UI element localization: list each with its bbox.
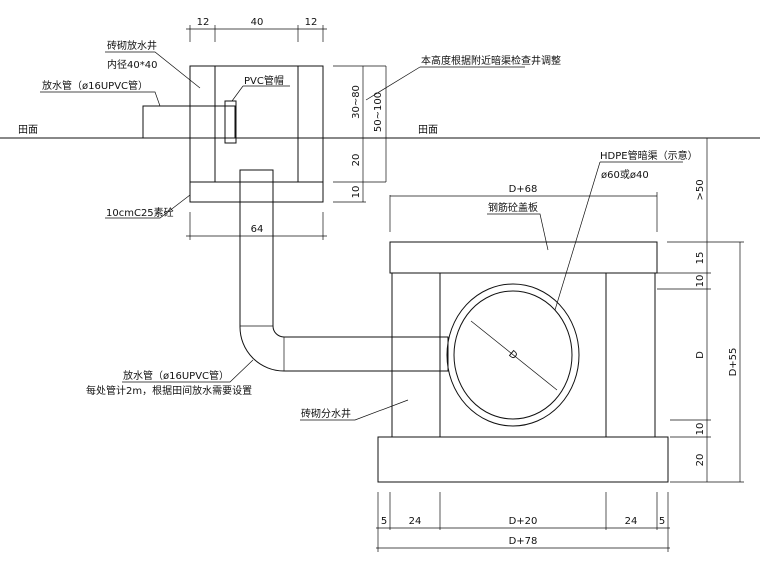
well-base bbox=[377, 436, 669, 483]
base-concrete-label: 10cmC25素砼 bbox=[106, 206, 174, 219]
top-dimensions bbox=[186, 25, 327, 42]
dim-50-100: 50~100 bbox=[373, 92, 384, 132]
right-dimensions bbox=[657, 138, 744, 483]
dim-gt50: >50 bbox=[695, 179, 706, 200]
field-label-right: 田面 bbox=[418, 125, 438, 136]
dim-64: 64 bbox=[251, 224, 264, 235]
cover-slab bbox=[389, 241, 658, 274]
dim-d78: D+78 bbox=[509, 536, 538, 547]
connecting-pipe bbox=[239, 169, 449, 372]
pipe-through-wall bbox=[391, 336, 449, 372]
hdpe-pipe: D bbox=[446, 283, 580, 427]
dim-64-line bbox=[186, 212, 327, 240]
bottom-dimensions bbox=[376, 492, 670, 552]
dim-10-bottom: 10 bbox=[695, 423, 706, 436]
small-drain-well bbox=[189, 65, 324, 203]
dim-5-right: 5 bbox=[659, 516, 665, 527]
dim-d68: D+68 bbox=[509, 184, 538, 195]
base-concrete bbox=[189, 181, 324, 203]
dim-d: D bbox=[695, 351, 706, 359]
drain-pipe-note: 每处管计2m，根据田间放水需要设置 bbox=[86, 384, 252, 397]
dim-24-left: 24 bbox=[409, 516, 422, 527]
height-note: 本高度根据附近暗渠检查井调整 bbox=[421, 54, 561, 67]
dim-40: 40 bbox=[251, 17, 264, 28]
hdpe-label: HDPE管暗渠（示意） bbox=[600, 149, 698, 162]
leader-lines bbox=[40, 51, 683, 421]
drain-pipe-bottom-label: 放水管（ø16UPVC管） bbox=[123, 369, 229, 382]
dim-30-80: 30~80 bbox=[351, 85, 362, 119]
field-label-left: 田面 bbox=[18, 125, 38, 136]
top-drain-pipe bbox=[142, 105, 236, 139]
split-well-label: 砖砌分水井 bbox=[301, 407, 351, 420]
pvc-cap-label: PVC管帽 bbox=[244, 74, 284, 87]
dim-d20: D+20 bbox=[509, 516, 538, 527]
dim-10: 10 bbox=[351, 186, 362, 199]
small-well-label: 砖砌放水井 bbox=[107, 39, 157, 52]
dim-d55: D+55 bbox=[728, 348, 739, 377]
dim-20-base: 20 bbox=[695, 454, 706, 467]
dim-10-top: 10 bbox=[695, 275, 706, 288]
dim-24-right: 24 bbox=[625, 516, 638, 527]
small-well-height-dims bbox=[333, 65, 391, 232]
pvc-cap bbox=[224, 100, 237, 144]
dim-20: 20 bbox=[351, 154, 362, 167]
dim-12-left: 12 bbox=[197, 17, 210, 28]
hdpe-size-label: ø60或ø40 bbox=[601, 169, 649, 181]
dim-d68-line bbox=[390, 192, 658, 232]
drain-pipe-top-label: 放水管（ø16UPVC管） bbox=[42, 79, 148, 92]
split-well bbox=[377, 241, 669, 483]
dim-5-left: 5 bbox=[381, 516, 387, 527]
dim-15: 15 bbox=[695, 252, 706, 265]
dim-12-right: 12 bbox=[305, 17, 318, 28]
cover-slab-label: 钢筋砼盖板 bbox=[488, 201, 538, 214]
small-well-size-label: 内径40*40 bbox=[107, 58, 157, 71]
